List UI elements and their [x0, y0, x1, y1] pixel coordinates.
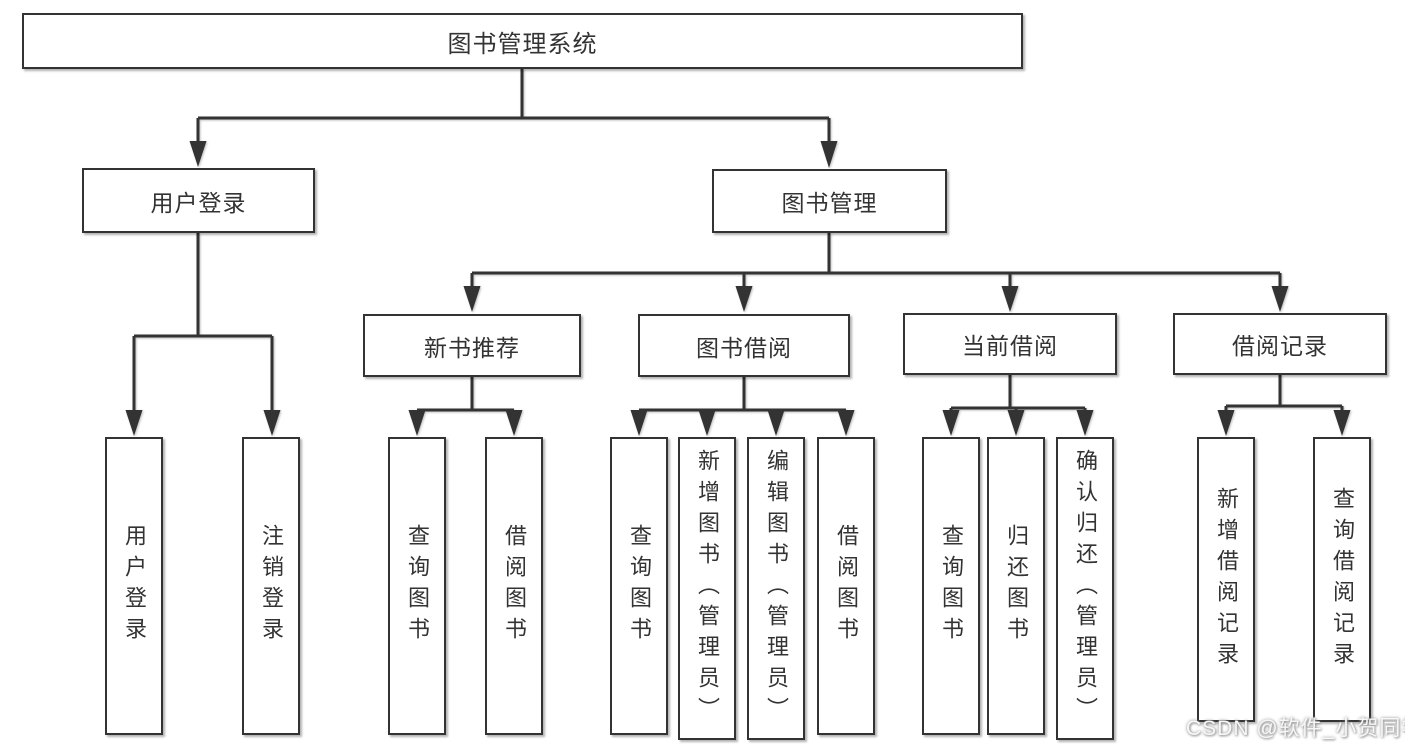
connector-userlogin-to-leaves — [132, 233, 274, 412]
node-new-book-recommend: 新书推荐 — [363, 314, 581, 377]
leaf-label: 查询图书 — [627, 524, 652, 648]
leaf-label: 确认归还（管理员） — [1073, 449, 1098, 728]
leaf-label: 新增借阅记录 — [1214, 486, 1239, 673]
leaf-add-borrow-record: 新增借阅记录 — [1197, 437, 1255, 722]
arrowheads — [125, 141, 1351, 436]
leaf-query-books-borrow: 查询图书 — [610, 437, 668, 735]
leaf-label: 归还图书 — [1004, 524, 1029, 648]
connector-bookmgmt-to-level3 — [470, 233, 1282, 288]
arrow-icon — [1333, 410, 1351, 436]
leaf-label: 查询借阅记录 — [1330, 486, 1355, 673]
connector-newbook-to-leaves — [415, 377, 516, 414]
leaf-user-login: 用户登录 — [105, 437, 163, 735]
arrow-icon — [820, 141, 838, 168]
leaf-query-borrow-record: 查询借阅记录 — [1313, 437, 1371, 722]
arrow-icon — [1217, 410, 1235, 436]
connector-bookborrow-to-leaves — [637, 377, 848, 414]
arrow-icon — [505, 410, 523, 436]
watermark: CSDN @软件_小贺同学 — [1186, 717, 1405, 740]
leaf-label: 借阅图书 — [502, 524, 527, 648]
leaf-query-books-current: 查询图书 — [922, 437, 980, 735]
arrow-icon — [630, 410, 648, 436]
leaf-return-books: 归还图书 — [987, 437, 1045, 735]
leaf-label: 注销登录 — [259, 524, 284, 648]
arrow-icon — [1076, 410, 1094, 436]
arrow-icon — [698, 410, 716, 436]
leaf-label: 查询图书 — [939, 524, 964, 648]
arrow-icon — [408, 410, 426, 436]
leaf-logout: 注销登录 — [242, 437, 300, 735]
connector-root-to-level2 — [196, 69, 831, 143]
connector-currentborrow-to-leaves — [949, 375, 1087, 414]
leaf-label: 用户登录 — [122, 524, 147, 648]
leaf-query-books-recommend: 查询图书 — [388, 437, 446, 735]
arrow-icon — [942, 410, 960, 436]
node-user-login: 用户登录 — [82, 168, 315, 233]
arrow-icon — [735, 286, 753, 312]
node-book-borrow: 图书借阅 — [638, 314, 850, 377]
arrow-icon — [125, 410, 143, 436]
arrow-icon — [189, 141, 207, 167]
node-borrow-records: 借阅记录 — [1173, 313, 1387, 375]
node-library-system: 图书管理系统 — [22, 13, 1023, 69]
arrow-icon — [1007, 410, 1025, 436]
arrow-icon — [263, 410, 281, 436]
arrow-icon — [767, 410, 785, 436]
leaf-edit-book-admin: 编辑图书（管理员） — [747, 437, 805, 740]
leaf-confirm-return-admin: 确认归还（管理员） — [1056, 437, 1114, 740]
arrow-icon — [463, 286, 481, 312]
leaf-borrow-books-recommend: 借阅图书 — [485, 437, 543, 735]
leaf-add-book-admin: 新增图书（管理员） — [678, 437, 736, 740]
leaf-label: 查询图书 — [405, 524, 430, 648]
leaf-label: 编辑图书（管理员） — [764, 449, 789, 728]
arrow-icon — [1001, 286, 1019, 312]
leaf-label: 借阅图书 — [834, 524, 859, 648]
node-current-borrow: 当前借阅 — [903, 313, 1117, 375]
leaf-borrow-books: 借阅图书 — [817, 437, 875, 735]
connector-records-to-leaves — [1224, 375, 1344, 414]
arrow-icon — [837, 410, 855, 436]
arrow-icon — [1271, 286, 1289, 312]
node-book-management: 图书管理 — [712, 169, 947, 233]
leaf-label: 新增图书（管理员） — [695, 449, 720, 728]
